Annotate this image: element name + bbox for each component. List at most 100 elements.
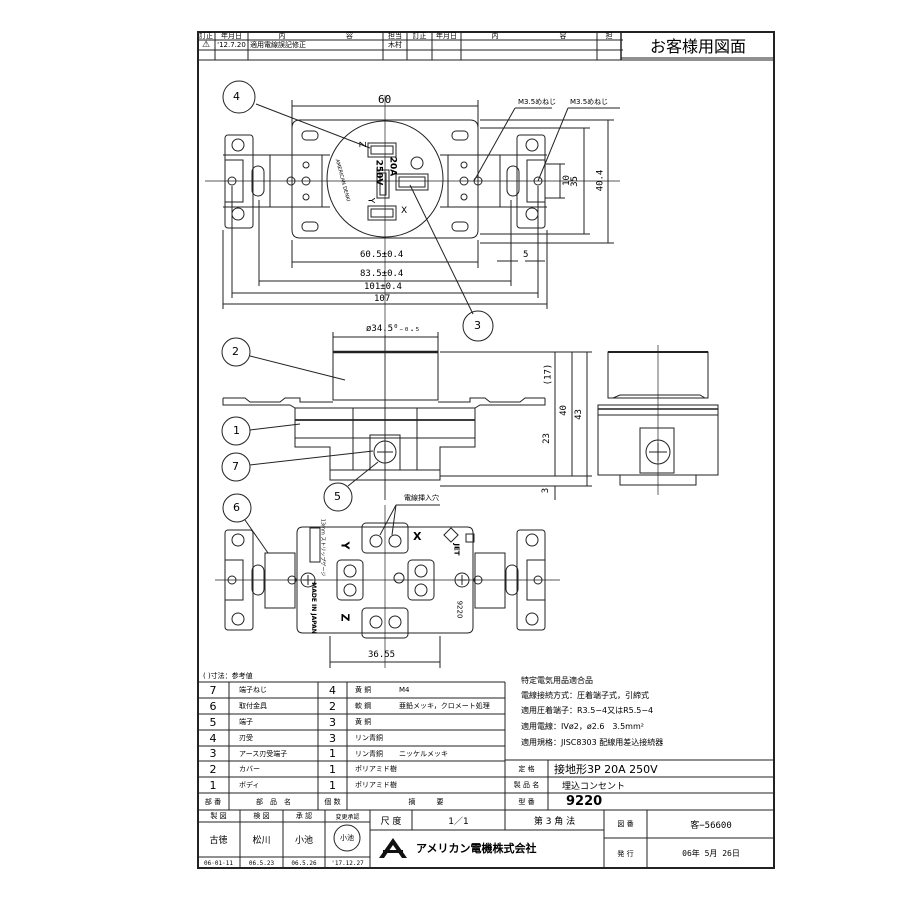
dim-35: 35 (569, 176, 580, 187)
part-note (397, 714, 505, 730)
part-material: 軟 鋼 (355, 702, 372, 710)
rev-header-date-2: 年月日 (436, 31, 457, 40)
part-quantity: 1 (329, 747, 336, 760)
part-number: 1 (209, 778, 217, 792)
dim-diameter: ø34.5⁰₋₀.₅ (366, 324, 421, 334)
revision-date: '12.7.20 (217, 41, 246, 49)
rear-x-label: X (413, 530, 422, 543)
part-note: 亜鉛メッキ，クロメート処理 (399, 702, 490, 710)
spec-note-4: 適用電線：IVø2，ø2.6 3.5mm² (521, 722, 644, 731)
signoff-checked-by: 松川 (252, 836, 271, 846)
part-quantity: 4 (329, 683, 336, 697)
revision-person: 木村 (388, 41, 402, 49)
dim-107: 107 (374, 294, 391, 304)
part-quantity: 1 (329, 762, 336, 776)
dim-5: 5 (523, 250, 529, 260)
part-note: ニッケルメッキ (399, 749, 448, 758)
screw-label-2: M3.5めねじ (570, 98, 609, 106)
drawing-number-label: 図 番 (617, 820, 634, 828)
part-note (397, 730, 505, 746)
balloon-1: 1 (233, 424, 240, 437)
issue-date-value: 06年 5月 26日 (682, 849, 740, 858)
spec-note-2: 電線接続方式：圧着端子式，引締式 (521, 691, 649, 700)
part-material: ポリアミド樹脂 (355, 765, 397, 773)
rev-header-person-2: 担 (605, 31, 613, 40)
rev-header-mark-2: 訂正 (412, 31, 427, 40)
part-quantity: 1 (329, 778, 336, 792)
part-material: リン青銅 (355, 749, 383, 758)
part-number: 4 (209, 731, 217, 745)
parts-header-note: 摘 要 (408, 797, 444, 806)
face-z-label: Z (356, 141, 367, 148)
face-y-label: Y (365, 197, 376, 204)
dim-36-55: 36.55 (368, 650, 396, 660)
face-x-label: X (401, 206, 408, 216)
rear-y-label: Y (338, 541, 352, 550)
signoff-header-approved: 承 認 (295, 812, 313, 820)
rear-model-number: 9220 (455, 600, 464, 619)
change-approval-stamp: 小池 (340, 834, 354, 842)
strip-gauge-label: 13mm ストリップゲージ (319, 518, 326, 577)
part-material: ポリアミド樹脂 (355, 781, 397, 789)
part-material: リン青銅 (355, 734, 383, 742)
jet-mark: JET (452, 543, 461, 556)
part-quantity: 3 (329, 731, 336, 745)
model-label: 型 番 (518, 797, 535, 806)
balloon-7: 7 (232, 460, 239, 473)
signoff-header-checked: 検 図 (253, 812, 270, 820)
rev-header-date: 年月日 (221, 31, 242, 40)
dim-23: 23 (541, 433, 552, 444)
rev-header-person: 担当 (388, 31, 402, 40)
product-name-label: 製 品 名 (513, 781, 540, 789)
made-in-japan: MADE IN JAPAN (309, 582, 317, 634)
balloon-3: 3 (474, 319, 481, 332)
spec-note-3: 適用圧着端子：R3.5−4又はR5.5−4 (521, 706, 654, 715)
rev-header-content-1: 内 (278, 31, 286, 40)
signoff-date-checked: 06.5.23 (248, 859, 275, 867)
rating-value: 接地形3P 20A 250V (554, 762, 658, 776)
balloon-2: 2 (232, 345, 239, 358)
part-material: 黄 銅 (355, 718, 372, 726)
rating-label: 定 格 (518, 764, 535, 773)
rev-header-mark: 訂正 (199, 31, 213, 40)
parts-header-name: 部 品 名 (256, 797, 291, 806)
part-quantity: 3 (329, 715, 336, 729)
part-name: 刃受 (239, 734, 253, 742)
balloon-4: 4 (233, 90, 240, 103)
parts-note: ( )寸法：参考値 (203, 672, 253, 680)
balloon-5: 5 (334, 490, 341, 503)
scale-value: 1／1 (448, 816, 469, 827)
part-name: 取付金具 (239, 702, 267, 710)
drawing-number-value: 客−56600 (690, 820, 732, 831)
signoff-date-change: '17.12.27 (331, 859, 364, 867)
screw-label-1: M3.5めねじ (518, 98, 557, 106)
face-rating-voltage: 250V (373, 159, 384, 186)
spec-note-1: 特定電気用品適合品 (521, 676, 593, 685)
scale-label: 尺 度 (380, 816, 402, 827)
parts-header-qty: 個 数 (324, 797, 341, 806)
dim-60: 60 (378, 93, 392, 106)
dim-40-4: 40.4 (595, 169, 606, 192)
signoff-date-drafted: 06·01·11 (204, 859, 233, 867)
rev-header-content-2: 容 (346, 31, 353, 40)
signoff-header-change-approved: 変更承認 (335, 813, 360, 821)
dim-60-5: 60.5±0.4 (360, 250, 404, 260)
dim-3: 3 (541, 487, 552, 494)
dim-17: (17) (543, 363, 554, 386)
part-name: 端子 (239, 718, 253, 726)
wire-hole-label: 電線挿入穴 (404, 494, 439, 502)
revision-content: 適用電線誤記修正 (250, 41, 306, 49)
rev-header-content-4: 容 (559, 31, 567, 40)
face-rating-current: 20A (387, 156, 398, 177)
product-name-value: 埋込コンセント (562, 781, 626, 792)
part-number: 3 (209, 747, 217, 760)
signoff-header-drafted: 製 図 (210, 812, 227, 820)
part-name: アース刃受端子 (239, 749, 288, 758)
signoff-date-approved: 06.5.26 (291, 859, 317, 867)
part-number: 6 (209, 699, 217, 713)
signoff-drafted-by: 古徳 (209, 836, 228, 846)
company-logo-icon (377, 836, 409, 860)
rear-z-label: Z (338, 613, 352, 622)
drawing-type-title: お客様用図面 (649, 37, 746, 56)
